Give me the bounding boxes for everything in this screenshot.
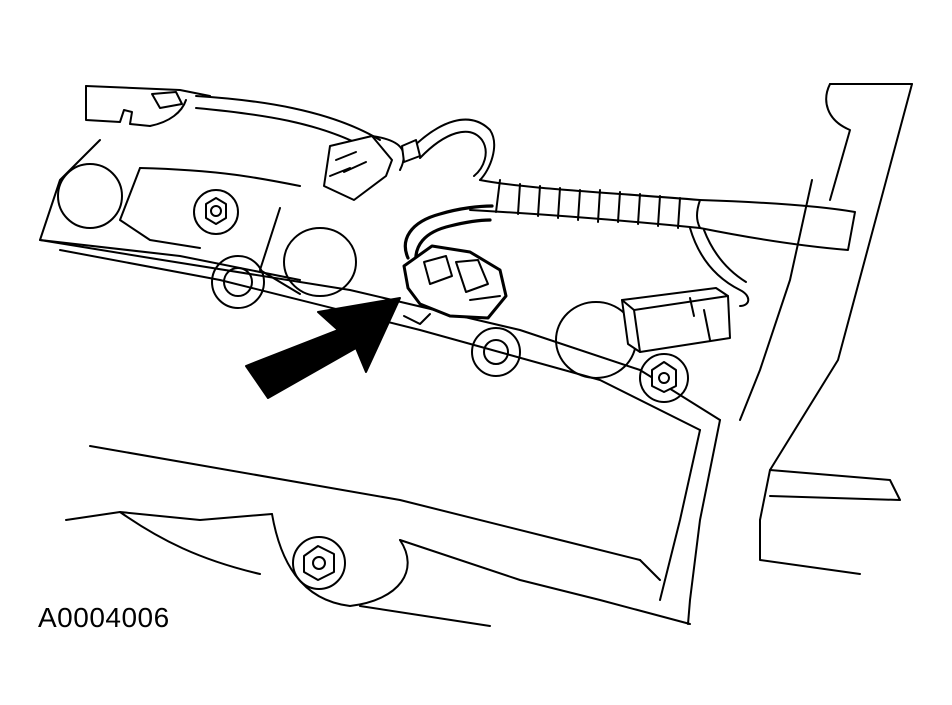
top-left-bracket	[85, 85, 381, 151]
bolt-boss-center	[211, 255, 521, 377]
right-connector-block	[621, 287, 731, 353]
sensor-connector	[402, 204, 508, 325]
bolt-right	[639, 353, 689, 403]
bolt-left	[193, 189, 239, 235]
pointer-arrow	[245, 297, 401, 399]
right-frame	[659, 83, 913, 625]
figure-id-label: A0004006	[38, 602, 170, 633]
bolt-lower	[271, 513, 409, 607]
wire-harness	[409, 118, 856, 307]
upper-connector	[323, 135, 421, 201]
cylinder-head	[39, 139, 721, 431]
lower-cover	[65, 445, 691, 627]
